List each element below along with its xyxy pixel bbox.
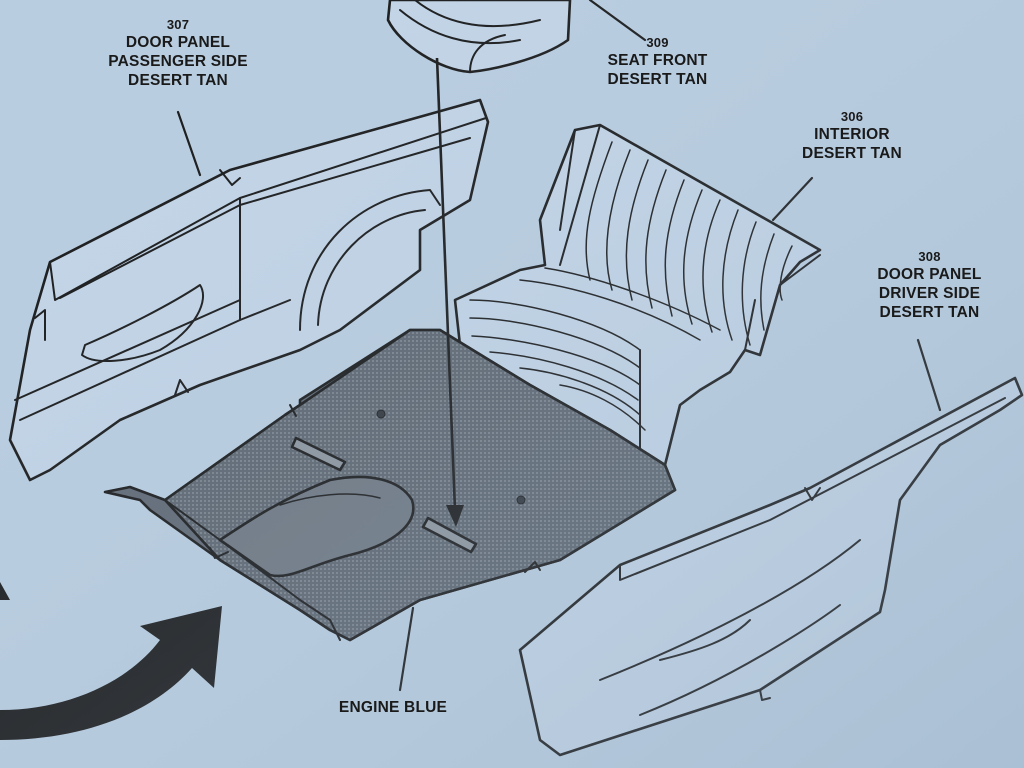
callout-number: 309 <box>646 35 669 50</box>
edge-arrowhead-icon <box>0 582 10 600</box>
leader-carpet <box>398 606 415 692</box>
callout-label-line-2: DRIVER SIDE <box>878 285 981 302</box>
leader-308 <box>916 338 942 412</box>
callout-label-line-2: PASSENGER SIDE <box>108 53 248 70</box>
callout-label-line-2: DESERT TAN <box>802 145 902 162</box>
callout-label-line-2: DESERT TAN <box>607 71 708 88</box>
callout-door-panel-driver: 308 DOOR PANEL DRIVER SIDE DESERT TAN <box>852 248 1007 322</box>
callout-label-line-3: DESERT TAN <box>128 72 228 89</box>
leader-306 <box>771 176 814 222</box>
callout-carpet: ENGINE BLUE <box>318 698 468 717</box>
callout-number: 306 <box>840 109 864 124</box>
callout-label-line-1: DOOR PANEL <box>125 34 231 51</box>
callout-label-line-1: INTERIOR <box>814 126 890 143</box>
seat-front-part <box>386 0 572 74</box>
curved-arrow-icon <box>0 606 222 740</box>
callout-seat-front: 309 SEAT FRONT DESERT TAN <box>590 34 725 89</box>
callout-number: 308 <box>918 249 941 264</box>
leader-307 <box>176 110 202 177</box>
callout-number: 307 <box>166 17 190 32</box>
callout-interior: 306 INTERIOR DESERT TAN <box>782 108 922 163</box>
callout-label-line-1: ENGINE BLUE <box>338 699 448 716</box>
callout-label-line-3: DESERT TAN <box>879 304 980 321</box>
callout-label-line-1: DOOR PANEL <box>877 266 982 283</box>
callout-label-line-1: SEAT FRONT <box>607 52 708 69</box>
callout-door-panel-passenger: 307 DOOR PANEL PASSENGER SIDE DESERT TAN <box>88 16 268 90</box>
